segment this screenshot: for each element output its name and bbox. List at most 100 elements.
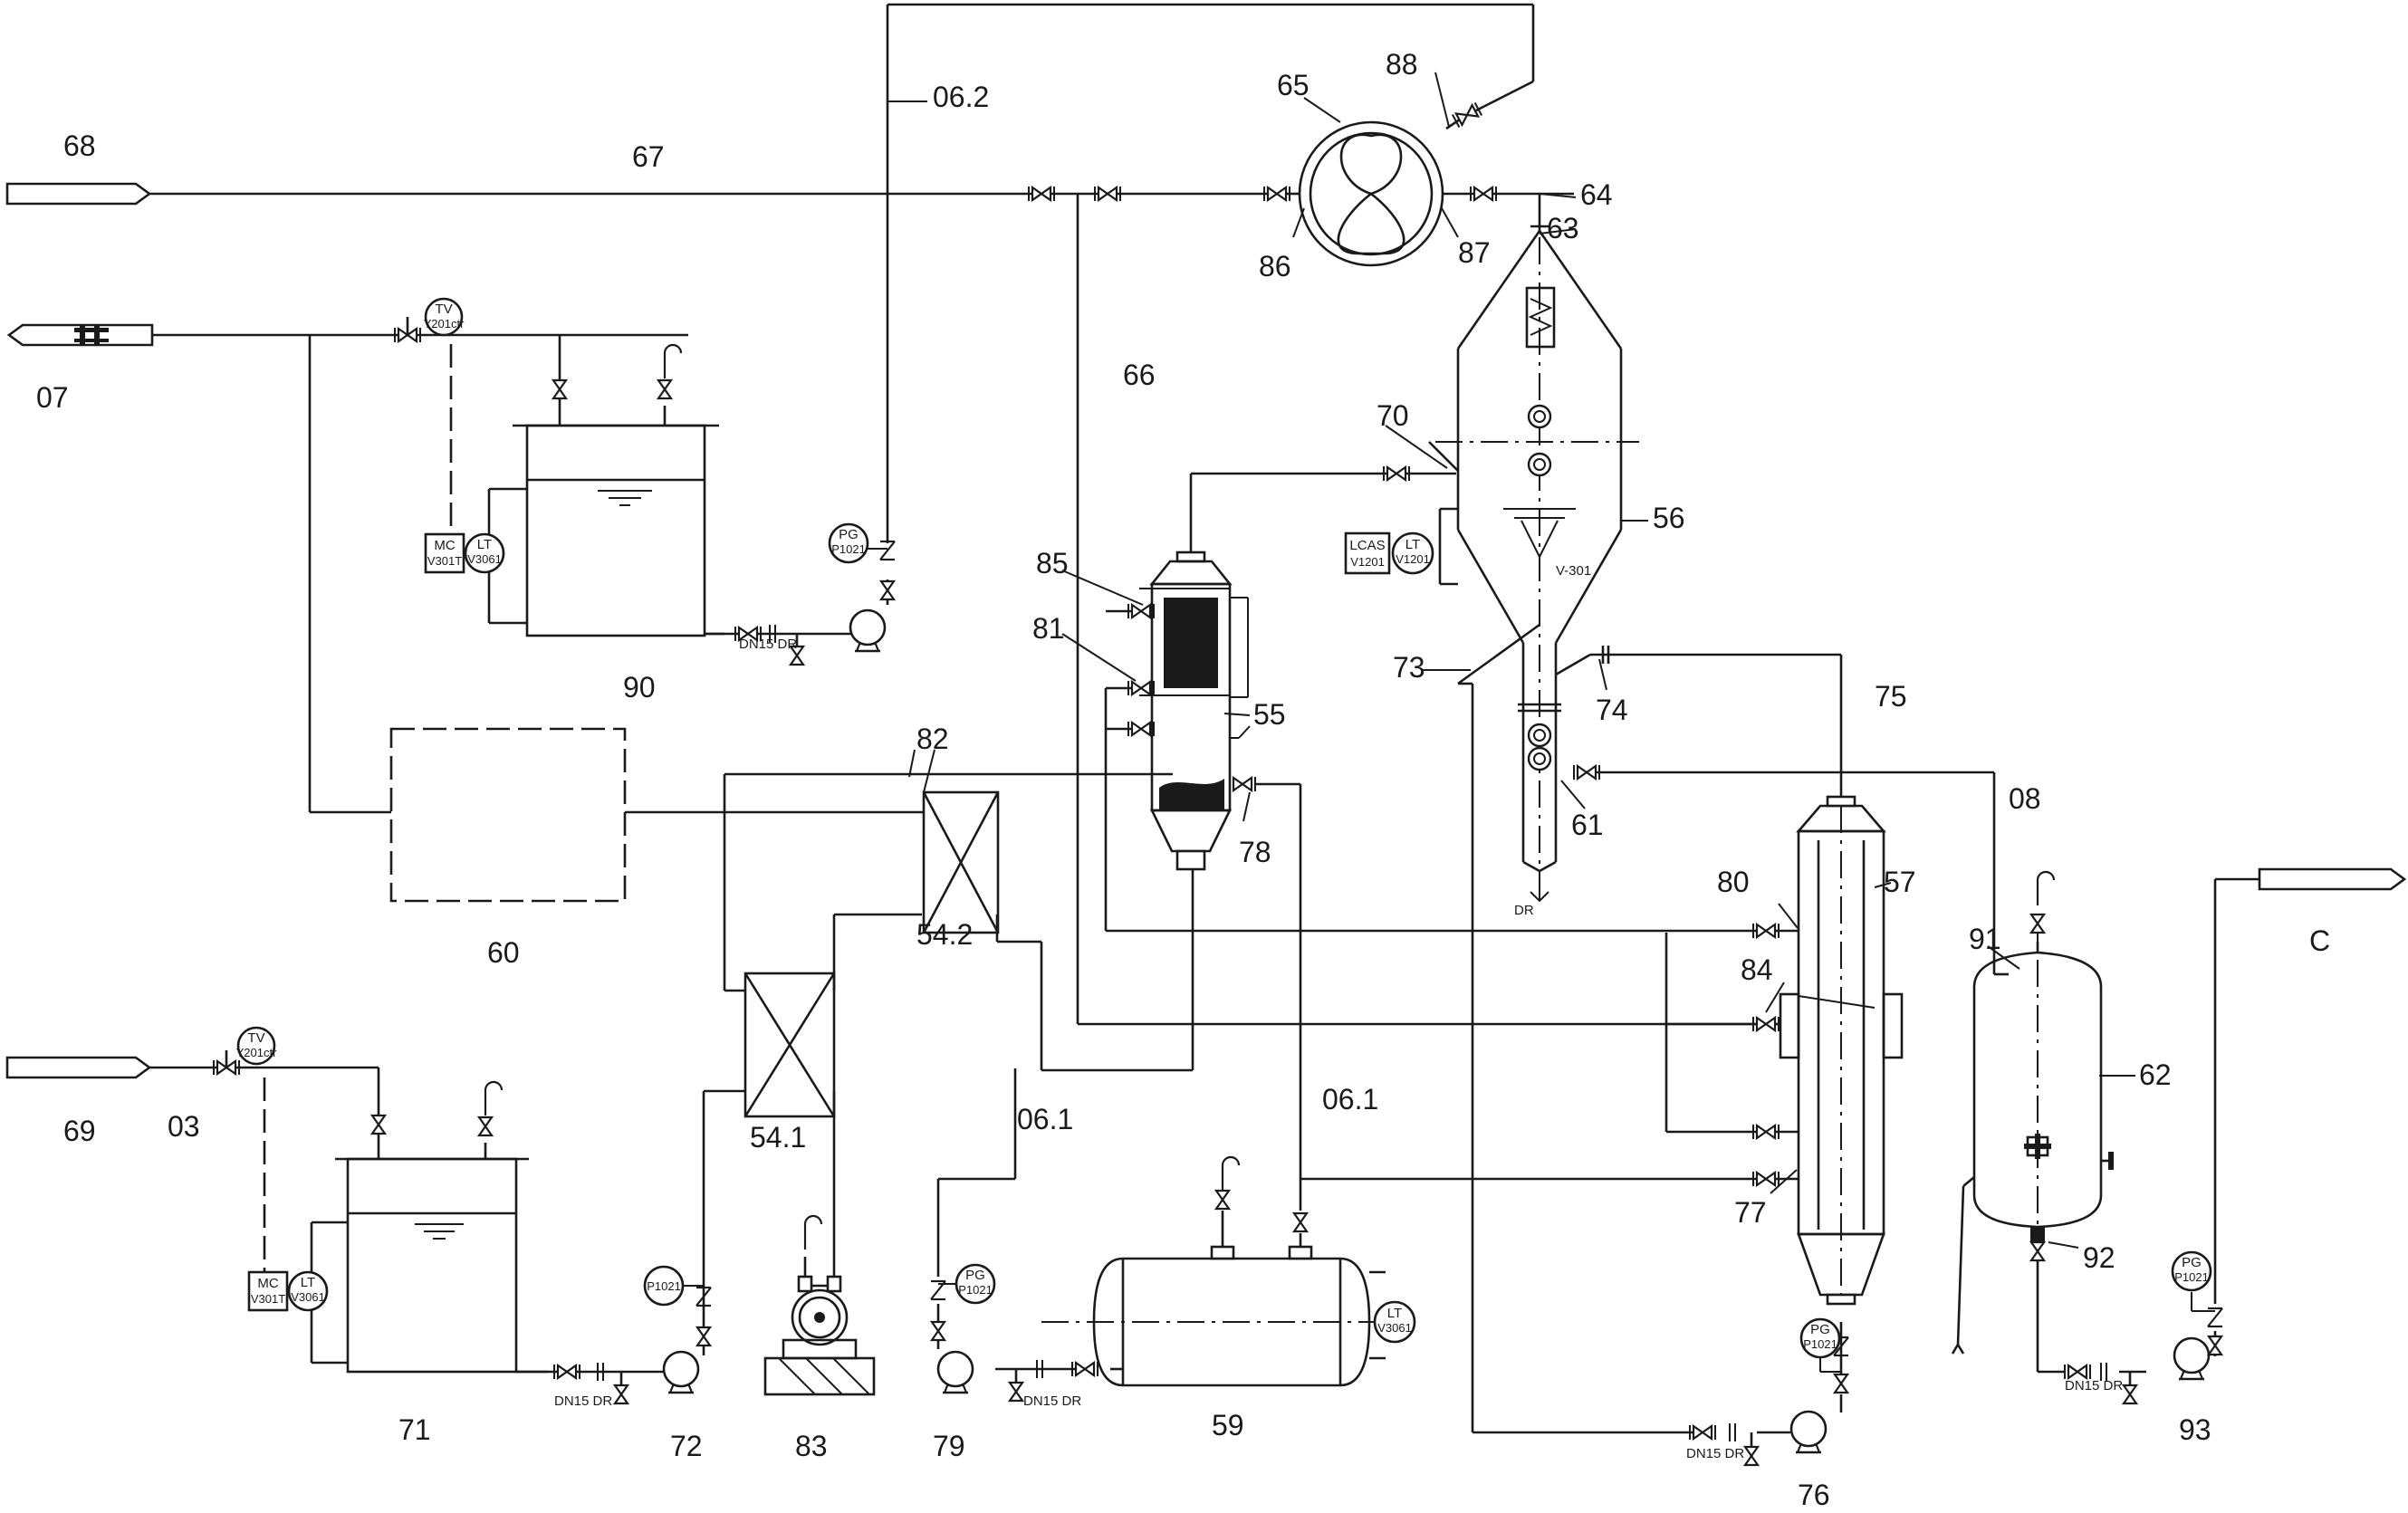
label-55: 55: [1253, 698, 1286, 731]
label-65: 65: [1277, 69, 1310, 101]
lcas-tag: LCAS: [1349, 538, 1385, 553]
mc-bottom-code: V301T: [251, 1292, 285, 1306]
tank-71: [310, 1143, 529, 1374]
instrument-pg-98: PG P1021: [828, 522, 887, 564]
label-71: 71: [398, 1413, 431, 1446]
reference-labels: 68 67 06.2 65 88 64 63 86 87 66 07 70 56…: [36, 48, 2330, 1511]
label-06-2: 06.2: [933, 81, 989, 113]
separator-56: [1428, 225, 1639, 903]
label-83: 83: [795, 1430, 828, 1462]
label-93: 93: [2179, 1413, 2211, 1446]
vessel-59: [1041, 1245, 1413, 1387]
package-unit-60: [389, 727, 627, 903]
instrument-lt-bottom: LT V3061: [287, 1270, 329, 1312]
pipe-network: [149, 3, 2259, 1434]
instrument-lt-56: LT V1201: [1391, 531, 1434, 575]
label-69: 69: [63, 1115, 96, 1147]
label-68: 68: [63, 129, 96, 162]
pg-98-code: P1021: [831, 542, 866, 556]
lt-bottom-tag: LT: [301, 1275, 315, 1290]
label-77: 77: [1734, 1196, 1767, 1229]
label-84: 84: [1741, 953, 1773, 986]
label-59: 59: [1212, 1409, 1244, 1441]
instrument-tv-top: TV Y201ctr: [424, 297, 465, 337]
label-85: 85: [1036, 547, 1069, 579]
falling-film-evaporator-57: [1772, 795, 1904, 1306]
label-87: 87: [1458, 236, 1491, 269]
condenser-column-55: [1139, 551, 1251, 871]
instrument-mc-top: MC V301T: [424, 532, 465, 574]
pg-98-tag: PG: [839, 527, 859, 542]
instrument-pg-79: PG P1021: [938, 1263, 996, 1305]
tv-top-code: Y201ctr: [424, 317, 465, 330]
label-06-1-a: 06.1: [1017, 1103, 1073, 1135]
label-03: 03: [168, 1110, 200, 1143]
label-56: 56: [1653, 502, 1685, 534]
vacuum-pump-83: [763, 1257, 876, 1396]
label-92: 92: [2083, 1241, 2115, 1274]
pg-93-code: P1021: [2174, 1270, 2209, 1284]
label-62: 62: [2139, 1058, 2172, 1091]
label-57: 57: [1884, 866, 1916, 898]
tv-top-tag: TV: [435, 302, 452, 317]
label-81: 81: [1032, 612, 1065, 645]
instrument-tv-bottom: TV Y201ctr: [236, 1026, 277, 1066]
dr-56-tag: DR: [1514, 903, 1534, 918]
heat-exchanger-54-2: [922, 790, 1000, 934]
lt-top-code: V3061: [467, 552, 502, 566]
label-80: 80: [1717, 866, 1750, 898]
p-72-code: P1021: [647, 1279, 681, 1293]
fan-condenser-65: [1298, 120, 1444, 267]
instrument-p-72: P1021: [643, 1265, 704, 1307]
instrument-lcas: LCAS V1201: [1344, 531, 1391, 575]
label-74: 74: [1596, 694, 1628, 726]
feed-arrow-68: [5, 182, 152, 206]
mc-top-code: V301T: [427, 554, 462, 568]
lt-bottom-code: V3061: [291, 1290, 325, 1304]
lt-59-code: V3061: [1377, 1321, 1412, 1335]
leader-lines: [887, 72, 2135, 1249]
tank-90: [487, 406, 719, 637]
feed-arrow-c: [2258, 867, 2407, 891]
label-66: 66: [1123, 359, 1156, 391]
mc-bottom-tag: MC: [257, 1276, 278, 1291]
pg-76-tag: PG: [1810, 1322, 1830, 1337]
lt-56-code: V1201: [1396, 552, 1430, 566]
feed-arrow-07: [6, 323, 154, 347]
label-07: 07: [36, 381, 69, 414]
heat-exchanger-54-1: [744, 972, 836, 1118]
drain-assemblies: [516, 625, 2132, 1447]
mc-top-tag: MC: [434, 538, 455, 553]
label-61: 61: [1571, 809, 1604, 841]
label-60: 60: [487, 936, 520, 969]
instrument-pg-93: PG P1021: [2171, 1250, 2215, 1312]
label-08: 08: [2009, 782, 2041, 815]
label-88: 88: [1386, 48, 1418, 81]
instrument-mc-bottom: MC V301T: [247, 1270, 289, 1312]
label-67: 67: [632, 140, 665, 173]
pg-76-code: P1021: [1803, 1337, 1837, 1351]
label-78: 78: [1239, 836, 1271, 868]
label-54-1: 54.1: [750, 1121, 806, 1154]
label-63: 63: [1547, 212, 1579, 244]
label-82: 82: [916, 723, 949, 755]
tv-bottom-tag: TV: [247, 1030, 264, 1046]
instrument-pg-76: PG P1021: [1799, 1317, 1841, 1373]
dn-98-tag: DN15 DR: [739, 637, 797, 652]
tv-bottom-code: Y201ctr: [236, 1046, 277, 1059]
label-75: 75: [1875, 680, 1907, 713]
v301-tag: V-301: [1556, 563, 1591, 579]
label-54-2: 54.2: [916, 918, 973, 951]
lt-59-tag: LT: [1387, 1306, 1402, 1321]
lcas-code: V1201: [1350, 555, 1385, 569]
pg-79-code: P1021: [958, 1283, 993, 1297]
label-86: 86: [1259, 250, 1291, 282]
instrument-lt-top: LT V3061: [464, 532, 505, 574]
dn-72-tag: DN15 DR: [554, 1393, 612, 1409]
pg-93-tag: PG: [2182, 1255, 2202, 1270]
instrument-lt-59: LT V3061: [1373, 1300, 1416, 1344]
label-72: 72: [670, 1430, 703, 1462]
label-70: 70: [1377, 399, 1409, 432]
dn-93-tag: DN15 DR: [2065, 1378, 2123, 1393]
